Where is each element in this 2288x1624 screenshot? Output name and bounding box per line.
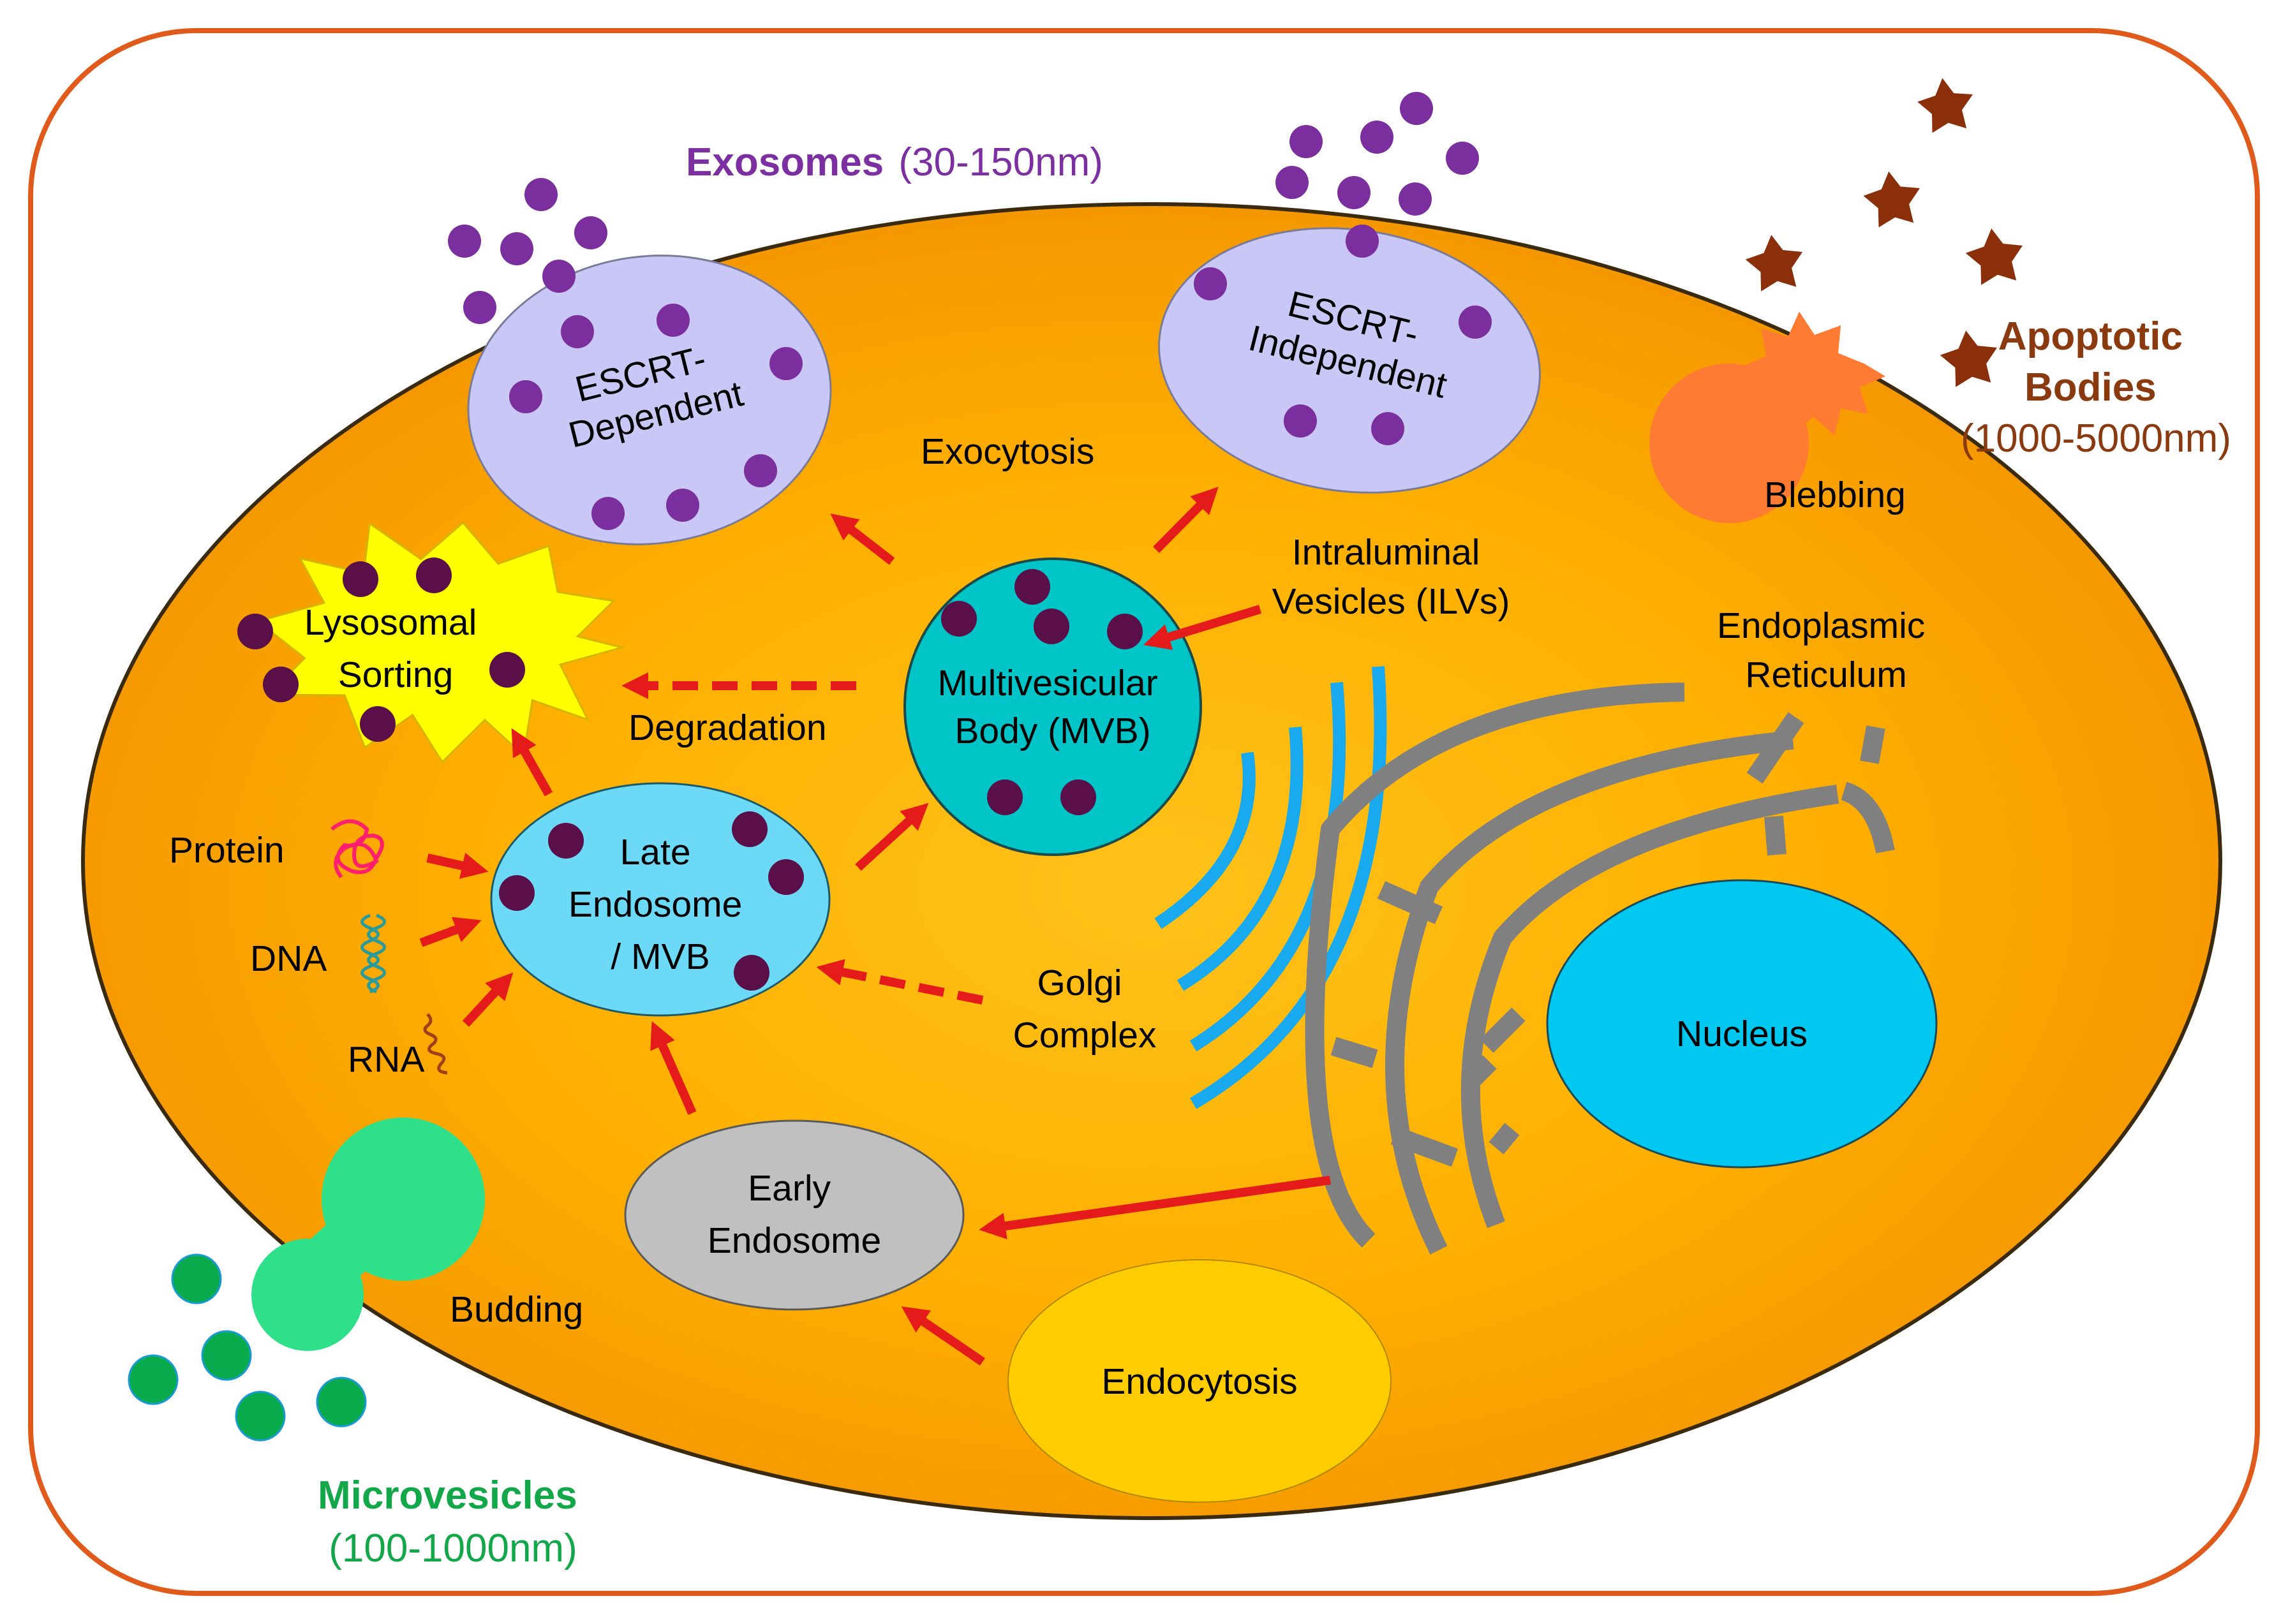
exocytosis-label: Exocytosis [921, 431, 1094, 472]
er-label-1: Endoplasmic [1717, 605, 1925, 646]
svg-text:Lysosomal Sorting: Lysosomal Sorting [304, 602, 487, 695]
apoptotic-body [1940, 330, 1997, 387]
microvesicles-title-name: Microvesicles [318, 1473, 577, 1517]
protein-coil-icon [331, 819, 384, 878]
svg-text:Multivesicular Body (MVB: Multivesicular Body (MVB) [937, 663, 1168, 751]
bleb [1649, 311, 1885, 523]
arrow-late-endosome-to-mvb [855, 802, 929, 871]
arrow-ilv-to-mvb [1143, 605, 1262, 650]
late-endosome-label-3: / MVB [611, 936, 709, 977]
golgi-label-2: Complex [1013, 1015, 1157, 1056]
lysosome: Lysosomal Sorting [237, 521, 626, 764]
budding-label: Budding [450, 1289, 583, 1330]
mvb-label-2: Body (MVB) [955, 711, 1150, 751]
ilv-label-1: Intraluminal [1292, 532, 1480, 573]
arrow-rna [462, 972, 514, 1027]
golgi-complex [1154, 666, 1387, 1109]
pathway-arrows [419, 487, 1331, 1366]
mvb-label-1: Multivesicular [937, 663, 1157, 704]
nucleus-label: Nucleus [1676, 1014, 1808, 1054]
apoptotic-bodies [1745, 78, 2023, 387]
escrt-independent-body: ESCRT- Independent [1158, 225, 1541, 494]
protein-label: Protein [169, 830, 285, 871]
dna-label: DNA [250, 938, 327, 979]
arrow-endocytosis-to-early-endosome [901, 1306, 985, 1366]
late-endosome-label-2: Endosome [568, 884, 743, 925]
rna-strand-icon [423, 1013, 448, 1075]
microvesicle-budding [251, 1118, 485, 1351]
early-endosome-label-1: Early [748, 1168, 831, 1209]
endocytosis-vesicle: Endocytosis [1007, 1259, 1392, 1503]
lysosomal-label-2: Sorting [338, 654, 454, 695]
arrow-late-endosome-to-lysosome [511, 728, 553, 797]
svg-text:Late Endosome / MV: Late Endosome / MVB [568, 832, 752, 977]
multivesicular-body: Multivesicular Body (MVB) [903, 557, 1202, 856]
arrow-er-to-early-endosome [979, 1176, 1331, 1239]
arrow-dna [419, 917, 482, 947]
exosomes-title-size: (30-150nm) [898, 140, 1103, 184]
escrt-independent-vesicles [1194, 225, 1492, 445]
apoptotic-title: Apoptotic Bodies (1000-5000nm) [1961, 314, 2231, 461]
degradation-label: Degradation [628, 707, 827, 748]
late-endosome-label-1: Late [620, 832, 691, 873]
lysosome-vesicles [237, 557, 525, 742]
blebbing-label: Blebbing [1764, 475, 1906, 515]
endocytosis-label: Endocytosis [1101, 1361, 1297, 1402]
microvesicles-title: Microvesicles (100-1000nm) [318, 1473, 588, 1570]
apoptotic-title-line1: Apoptotic [1998, 314, 2183, 358]
rna-label: RNA [348, 1039, 424, 1080]
microvesicles-title-size: (100-1000nm) [329, 1526, 577, 1570]
exosomes-title-name: Exosomes [686, 140, 884, 184]
arrow-golgi-to-late-endosome [816, 959, 984, 1005]
microvesicles [128, 1253, 367, 1442]
escrt-dependent-vesicles [509, 304, 803, 530]
svg-text:Early Endosome: Early Endosome [708, 1168, 882, 1261]
endoplasmic-reticulum [1305, 683, 1895, 1255]
dna-helix-icon [360, 913, 386, 994]
apoptotic-title-size: (1000-5000nm) [1961, 417, 2231, 461]
er-label-2: Reticulum [1745, 654, 1906, 695]
golgi-label-1: Golgi [1037, 963, 1122, 1003]
ilv-label-2: Vesicles (ILVs) [1272, 581, 1510, 622]
nucleus: Nucleus [1546, 879, 1938, 1169]
apoptotic-body [1917, 78, 1973, 133]
exosomes-title: Exosomes (30-150nm) [686, 140, 1103, 184]
mvb-vesicles [941, 569, 1143, 815]
apoptotic-body [1745, 235, 1802, 292]
escrt-dependent-body: ESCRT- Dependent [467, 255, 832, 545]
arrow-protein [426, 852, 489, 879]
arrow-mvb-to-escrt-dependent [830, 513, 895, 565]
arrow-mvb-to-escrt-independent [1153, 487, 1219, 553]
apoptotic-body [1863, 171, 1920, 228]
svg-text:Endoplasmic Reticulum: Endoplasmic Reticulum [1717, 605, 1935, 695]
arrow-early-to-late-endosome [650, 1021, 697, 1115]
svg-text:Intraluminal Vesicles (ILV: Intraluminal Vesicles (ILVs) [1272, 532, 1510, 622]
svg-text:Golgi Complex: Golgi Complex [1013, 963, 1157, 1056]
bleb-spiky-tip [1741, 311, 1885, 436]
apoptotic-title-line2: Bodies [2024, 365, 2157, 410]
late-endosome: Late Endosome / MVB [490, 782, 831, 1017]
escrt-independent-exosomes [1275, 92, 1479, 216]
escrt-dependent-exosomes [448, 178, 607, 324]
late-endosome-vesicles [499, 811, 804, 991]
apoptotic-body [1965, 228, 2023, 285]
early-endosome-label-2: Endosome [708, 1220, 882, 1261]
lysosomal-label-1: Lysosomal [304, 602, 477, 643]
early-endosome: Early Endosome [624, 1119, 965, 1311]
